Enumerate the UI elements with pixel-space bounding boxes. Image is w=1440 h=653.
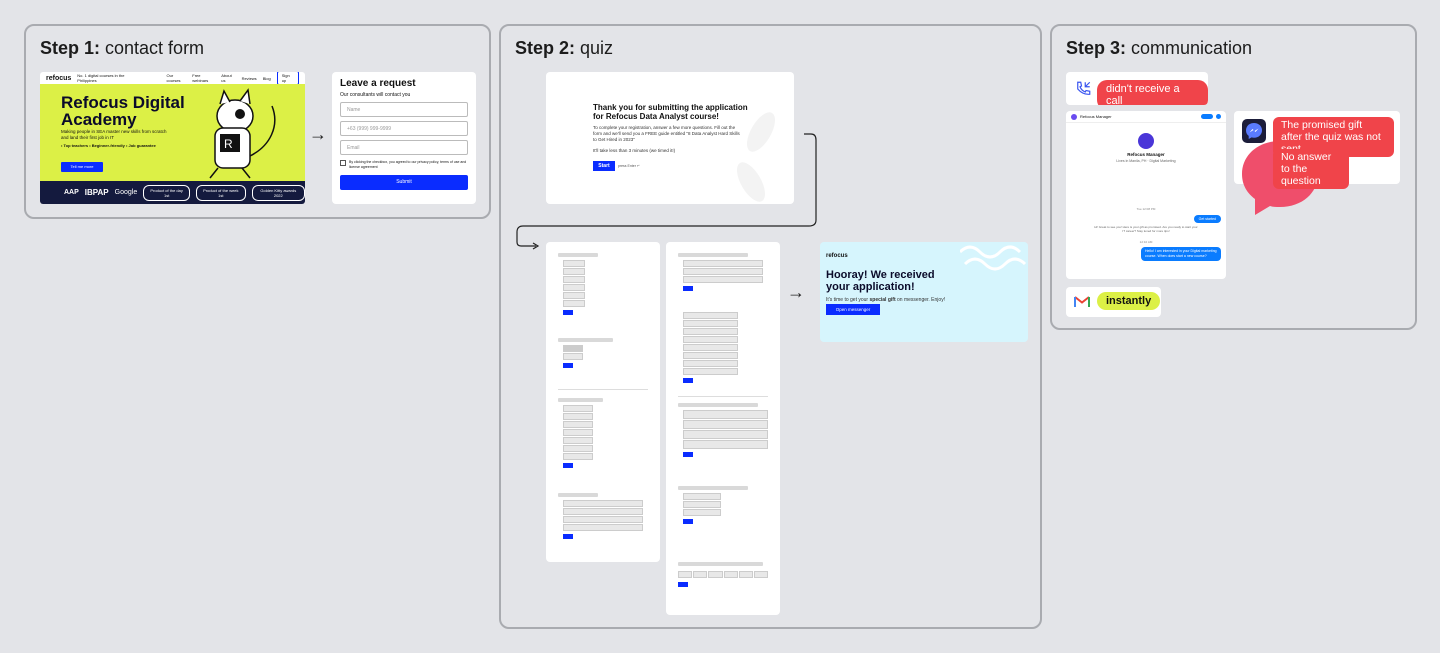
site-nav: refocus No. 1 digital courses in the Phi… (40, 72, 305, 85)
step1-arrow-icon: → (309, 124, 327, 144)
badge-google: Google (114, 189, 138, 196)
msg-gift: Hi! Great to see you! Here is your gift … (1094, 225, 1198, 233)
leaf-pattern-decoration (737, 112, 775, 202)
form-title: Leave a request (340, 78, 416, 89)
open-messenger-button[interactable]: Open messenger (826, 304, 880, 315)
step1-panel: Step 1: contact form refocus No. 1 digit… (24, 24, 491, 219)
name-field[interactable]: Name (340, 102, 468, 117)
nav-about[interactable]: About us (221, 73, 232, 83)
messenger-logo-icon (1242, 119, 1266, 143)
consent-checkbox[interactable] (340, 160, 346, 166)
nav-blog[interactable]: Blog (262, 75, 271, 81)
nav-webinars[interactable]: Free webinars (192, 73, 209, 83)
call-status-card: didn't receive a call (1066, 72, 1208, 105)
call-issue-badge: didn't receive a call (1097, 80, 1208, 105)
chat-header-name: Refocus Manager (1080, 114, 1112, 119)
step3-title: Step 3: communication (1066, 38, 1253, 58)
nav-tagline: No. 1 digital courses in the Philippines (77, 73, 125, 83)
badge-golden-kitty: Golden Kitty awards 2022 (251, 184, 305, 201)
step3-panel: Step 3: communication didn't receive a c… (1050, 24, 1417, 330)
profile-name: Refocus Manager (1127, 152, 1165, 157)
submit-button[interactable]: Submit (340, 175, 468, 190)
hooray-logo: refocus (826, 253, 848, 259)
quiz-questions-column-2 (666, 242, 780, 615)
badge-ibpap: IBPAP (84, 188, 109, 197)
step2-panel: Step 2: quiz Thank you for submitting th… (499, 24, 1042, 629)
gmail-icon (1074, 296, 1090, 307)
quiz-intro-text: To complete your registration, answer a … (593, 125, 740, 142)
messenger-chat-card: Refocus Manager Refocus Manager Lives in… (1066, 111, 1226, 279)
cat-mascot-illustration: R (209, 88, 276, 179)
consent-text: By clicking the checkbox, you agreed to … (349, 160, 467, 169)
quiz-questions-column-1 (546, 242, 660, 562)
quiz-intro-card: Thank you for submitting the application… (546, 72, 794, 204)
hero-subtitle: Making people in SEA master new skills f… (61, 129, 167, 140)
svg-text:R: R (224, 137, 233, 151)
site-logo: refocus (46, 74, 72, 82)
badge-product-week: Product of the week 1st (196, 184, 246, 201)
hooray-card: refocus Hooray! We received your applica… (820, 242, 1028, 342)
hooray-text: It's time to get your special gift on me… (826, 297, 946, 303)
start-button[interactable]: Start (593, 161, 615, 171)
form-subtitle: Our consultants will contact you (340, 92, 411, 98)
step2-title: Step 2: quiz (515, 38, 614, 58)
step2-arrow-icon: → (787, 282, 805, 302)
email-field[interactable]: Email (340, 140, 468, 155)
tell-me-more-button[interactable]: Tell me more (61, 162, 103, 172)
chain-pattern-decoration (960, 245, 1027, 271)
msg-get-started: Get started (1193, 215, 1221, 223)
badge-product-day: Product of the day 1st (143, 184, 191, 201)
quiz-intro-title: Thank you for submitting the application… (593, 103, 748, 121)
nav-reviews[interactable]: Reviews (241, 75, 257, 81)
hooray-title: Hooray! We received your application! (826, 269, 935, 293)
manager-avatar (1138, 133, 1154, 149)
msg-reply: Hello! I am interested in your Digital m… (1141, 247, 1221, 261)
badge-aap: AAP (64, 189, 79, 196)
nav-courses[interactable]: Our courses (166, 73, 181, 83)
connector-arrow-icon (516, 133, 817, 250)
email-status-card: instantly (1066, 287, 1161, 317)
profile-sub: Lives in Manila, PH · Digital Marketing (1116, 159, 1176, 163)
gift-issue-badge: The promised gift after the quiz was not… (1273, 117, 1394, 157)
messenger-issue-card: The promised gift after the quiz was not… (1234, 111, 1400, 215)
info-icon[interactable] (1216, 114, 1221, 119)
request-form-card: Leave a request Our consultants will con… (332, 72, 476, 204)
manager-avatar-small (1071, 113, 1077, 120)
step1-title: Step 1: contact form (40, 38, 205, 58)
press-enter-hint: press Enter ↵ (618, 164, 640, 168)
email-status-badge: instantly (1097, 292, 1161, 310)
quiz-intro-time: It'll take less than 3 minutes (we timed… (593, 148, 676, 153)
missed-call-icon (1077, 81, 1091, 95)
chat-time: Tue 12:08 PM (1136, 207, 1156, 211)
website-hero-screenshot: refocus No. 1 digital courses in the Phi… (40, 72, 305, 204)
awards-strip: AAP IBPAP Google Product of the day 1st … (40, 181, 305, 204)
answer-issue-badge: No answer to the question (1273, 149, 1349, 189)
call-button[interactable] (1201, 114, 1213, 119)
phone-field[interactable]: +63 (999) 999-9999 (340, 121, 468, 136)
hero-features: • Top teachers • Beginner-friendly • Job… (61, 143, 156, 148)
msg-time: 12:10 AM (1139, 240, 1153, 244)
